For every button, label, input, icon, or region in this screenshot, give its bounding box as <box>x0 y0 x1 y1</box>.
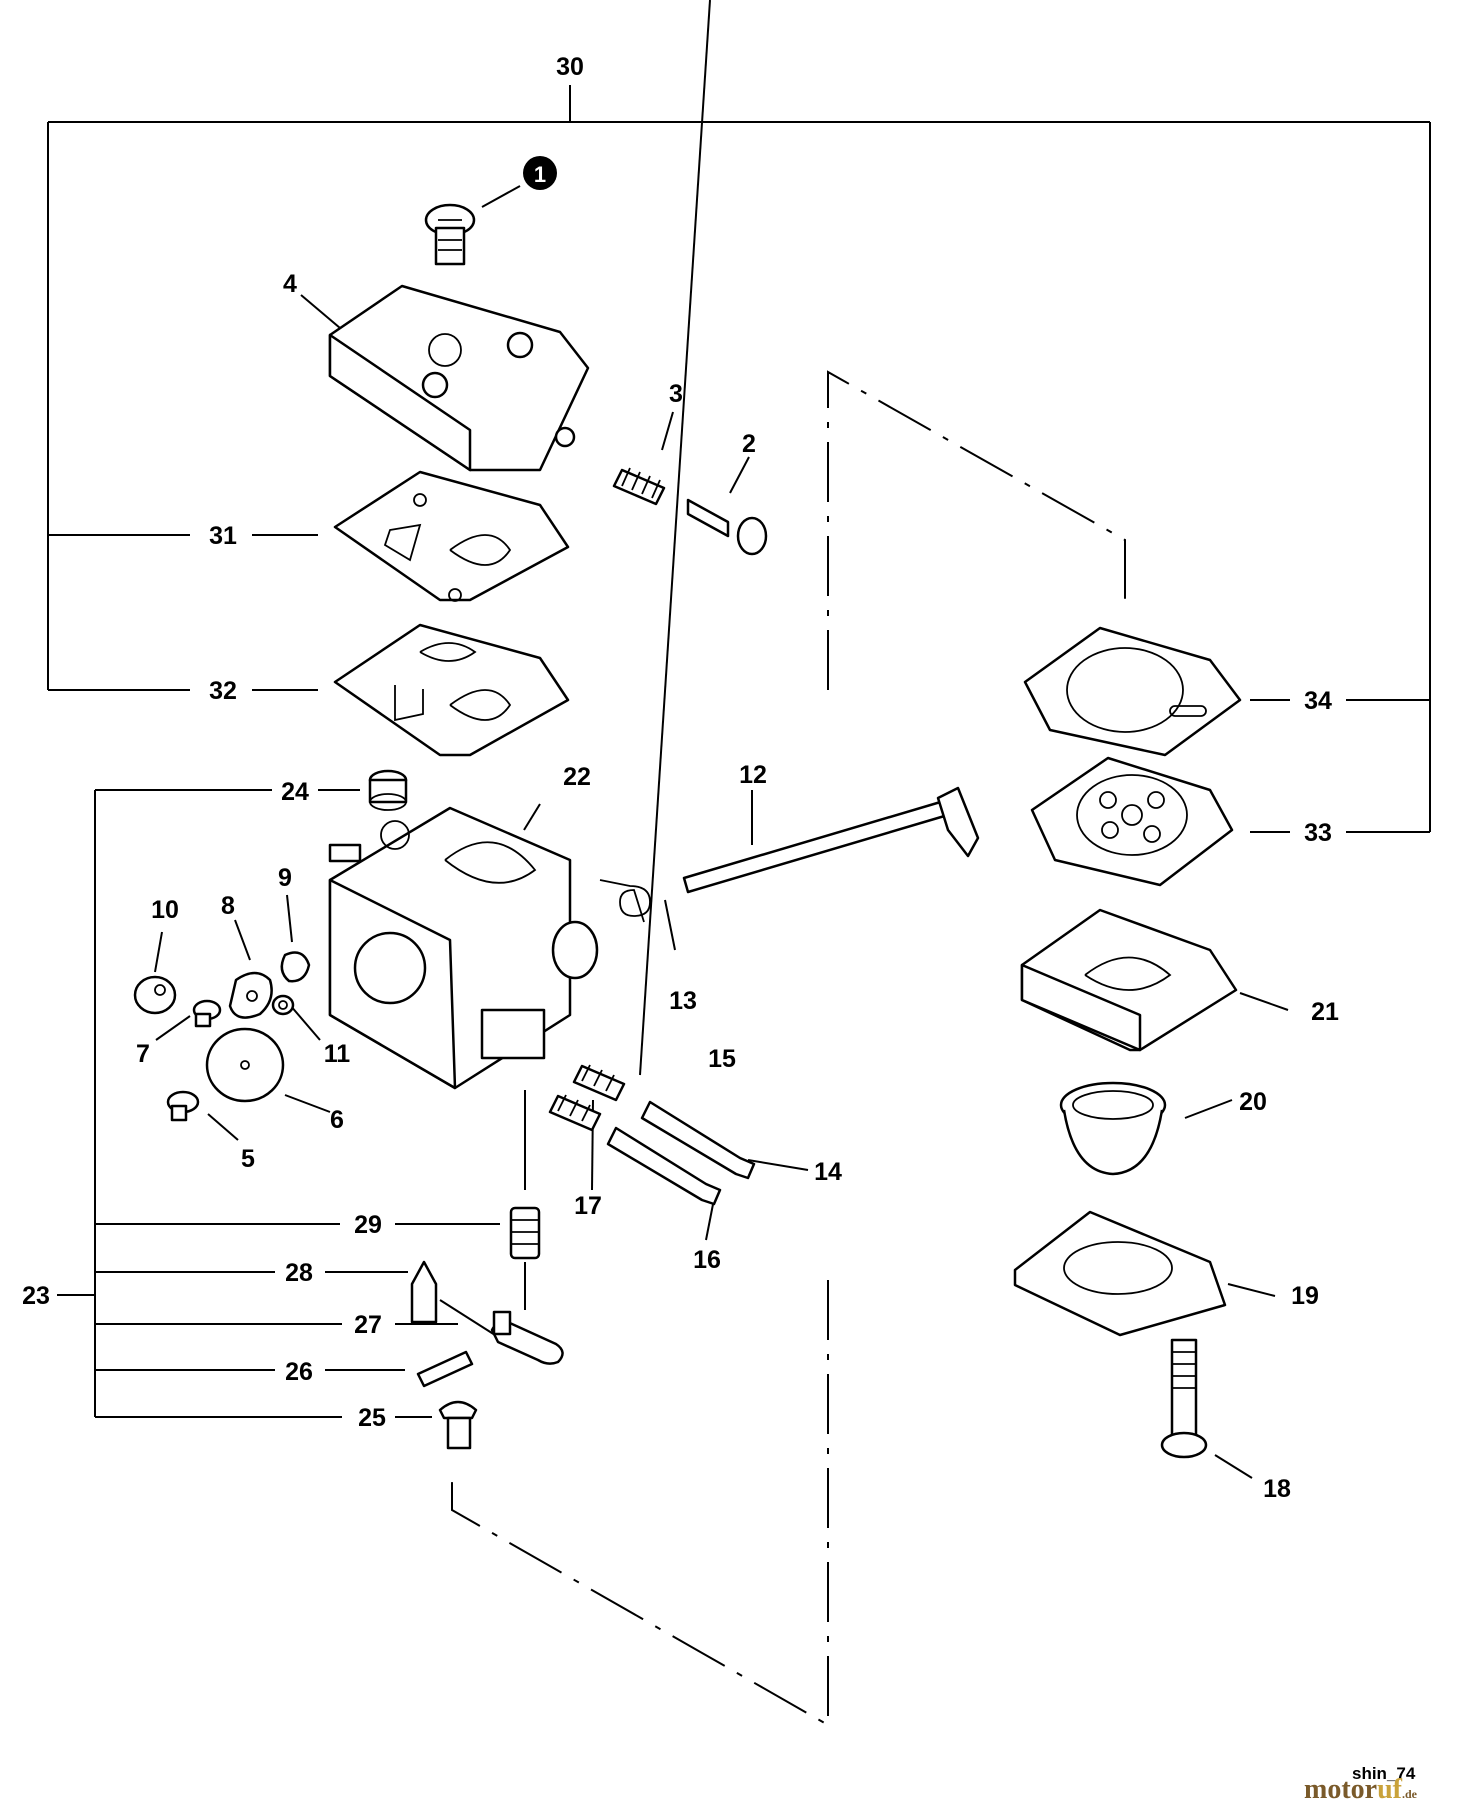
callout-8: 8 <box>221 892 235 920</box>
callout-31: 31 <box>209 522 237 550</box>
bracket-lines <box>47 85 1431 1418</box>
cover-part-4 <box>328 284 590 472</box>
callout-7: 7 <box>136 1040 150 1068</box>
needle-part-16 <box>606 1126 722 1206</box>
gasket-part-34 <box>1023 626 1242 757</box>
callout-10: 10 <box>151 896 179 924</box>
primer-bulb-part-20 <box>1059 1081 1167 1176</box>
callout-21: 21 <box>1311 998 1339 1026</box>
shaft-part-12 <box>682 786 980 894</box>
callout-16: 16 <box>693 1246 721 1274</box>
callout-3: 3 <box>669 380 683 408</box>
screen-part-24 <box>368 769 408 811</box>
disc-part-6 <box>205 1027 285 1103</box>
parts <box>133 203 1242 1459</box>
screw-part-25 <box>438 1400 478 1450</box>
callout-25: 25 <box>358 1404 386 1432</box>
callout-24: 24 <box>281 778 309 806</box>
callout-1: 1 <box>534 162 546 187</box>
callout-28: 28 <box>285 1259 313 1287</box>
callout-19: 19 <box>1291 1282 1319 1310</box>
callout-27: 27 <box>354 1311 382 1339</box>
callout-32: 32 <box>209 677 237 705</box>
screw-part-5 <box>166 1090 200 1122</box>
leader-lines <box>154 0 1289 1479</box>
spring-part-17 <box>548 1094 602 1132</box>
diaphragm-part-33 <box>1030 756 1234 887</box>
brand-a: motor <box>1304 1774 1378 1805</box>
bolt-part-18 <box>1160 1338 1208 1459</box>
needle-part-14 <box>640 1100 756 1180</box>
knob-part-10 <box>133 975 177 1015</box>
brand-logo: motoruf.de <box>1304 1774 1417 1806</box>
cover-part-19 <box>1013 1210 1227 1337</box>
callout-23: 23 <box>22 1282 50 1310</box>
diagram-code: shin_74 <box>1352 1764 1416 1783</box>
spring-part-3 <box>612 467 666 506</box>
callout-34: 34 <box>1304 687 1332 715</box>
callout-6: 6 <box>330 1106 344 1134</box>
callout-labels: 30 4 3 2 31 32 34 33 24 22 12 9 10 8 13 … <box>22 53 1339 1503</box>
callout-22: 22 <box>563 763 591 791</box>
callout-18: 18 <box>1263 1475 1291 1503</box>
body-part-22 <box>328 806 599 1090</box>
callout-5: 5 <box>241 1145 255 1173</box>
spring-part-29 <box>509 1206 541 1260</box>
callout-12: 12 <box>739 761 767 789</box>
callout-33: 33 <box>1304 819 1332 847</box>
pump-body-part-21 <box>1020 908 1238 1052</box>
callout-13: 13 <box>669 987 697 1015</box>
washer-part-9 <box>280 951 311 983</box>
needle-part-28 <box>410 1260 438 1324</box>
brand-tld: .de <box>1401 1787 1417 1801</box>
lever-part-27 <box>490 1310 564 1365</box>
callout-1-badge: 1 <box>523 156 557 190</box>
gasket-part-32 <box>333 623 570 757</box>
callout-26: 26 <box>285 1358 313 1386</box>
callout-30: 30 <box>556 53 584 81</box>
lever-part-8 <box>228 971 273 1019</box>
brand-b: uf <box>1377 1774 1402 1805</box>
spring-part-15 <box>572 1064 626 1102</box>
callout-17: 17 <box>574 1192 602 1220</box>
pin-part-26 <box>416 1350 474 1388</box>
callout-2: 2 <box>742 430 756 458</box>
reference-lines <box>451 370 1126 1727</box>
callout-20: 20 <box>1239 1088 1267 1116</box>
screw-part-1 <box>424 203 476 266</box>
callout-15: 15 <box>708 1045 736 1073</box>
ring-part-11 <box>271 994 295 1016</box>
callout-11: 11 <box>324 1040 351 1068</box>
spring-part-13 <box>599 879 651 923</box>
screw-part-7 <box>192 999 222 1028</box>
callout-14: 14 <box>814 1158 842 1186</box>
callout-4: 4 <box>283 270 297 298</box>
callout-9: 9 <box>278 864 292 892</box>
screw-part-2 <box>686 498 768 556</box>
callout-29: 29 <box>354 1211 382 1239</box>
gasket-part-31 <box>333 470 570 602</box>
